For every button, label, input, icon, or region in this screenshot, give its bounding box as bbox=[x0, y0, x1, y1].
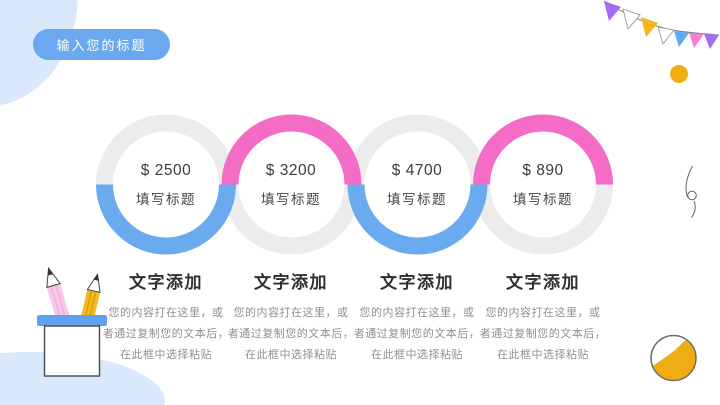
ring-1-bottom-arc bbox=[96, 184, 236, 255]
ring-1-text[interactable]: $ 2500 填写标题 bbox=[106, 162, 226, 208]
ring-3-bottom-arc bbox=[347, 184, 488, 255]
text-column-2[interactable]: 文字添加 您的内容打在这里，或 者通过复制您的文本后， 在此框中选择粘贴 bbox=[223, 268, 359, 366]
column-heading: 文字添加 bbox=[129, 273, 203, 292]
column-body: 您的内容打在这里，或 者通过复制您的文本后， 在此框中选择粘贴 bbox=[227, 307, 355, 361]
ring-value: $ 4700 bbox=[391, 162, 443, 179]
column-body: 您的内容打在这里，或 者通过复制您的文本后， 在此框中选择粘贴 bbox=[353, 307, 481, 361]
ball-icon bbox=[650, 334, 697, 382]
bunting-flags-icon bbox=[603, 0, 720, 49]
ring-4-top-arc bbox=[473, 114, 613, 185]
ring-value: $ 890 bbox=[522, 162, 564, 179]
ring-label: 填写标题 bbox=[387, 192, 447, 207]
ring-2-top-arc bbox=[221, 114, 362, 185]
yellow-dot bbox=[670, 65, 688, 83]
squiggle-doodle-icon bbox=[685, 165, 697, 218]
text-column-1[interactable]: 文字添加 您的内容打在这里，或 者通过复制您的文本后， 在此框中选择粘贴 bbox=[98, 268, 234, 366]
column-heading: 文字添加 bbox=[506, 273, 580, 292]
ring-label: 填写标题 bbox=[136, 192, 196, 207]
ring-3-text[interactable]: $ 4700 填写标题 bbox=[357, 162, 477, 208]
ring-value: $ 3200 bbox=[265, 162, 317, 179]
pencil-cup-icon bbox=[37, 266, 107, 377]
column-heading: 文字添加 bbox=[254, 273, 328, 292]
title-placeholder-label: 输入您的标题 bbox=[56, 38, 147, 53]
column-body: 您的内容打在这里，或 者通过复制您的文本后， 在此框中选择粘贴 bbox=[102, 307, 230, 361]
ring-label: 填写标题 bbox=[513, 192, 573, 207]
ring-4-text[interactable]: $ 890 填写标题 bbox=[483, 162, 603, 208]
ring-value: $ 2500 bbox=[140, 162, 192, 179]
column-heading: 文字添加 bbox=[380, 273, 454, 292]
text-column-4[interactable]: 文字添加 您的内容打在这里，或 者通过复制您的文本后， 在此框中选择粘贴 bbox=[475, 268, 611, 366]
ring-label: 填写标题 bbox=[261, 192, 321, 207]
title-placeholder-button[interactable]: 输入您的标题 bbox=[33, 29, 170, 60]
column-body: 您的内容打在这里，或 者通过复制您的文本后， 在此框中选择粘贴 bbox=[479, 307, 607, 361]
text-column-3[interactable]: 文字添加 您的内容打在这里，或 者通过复制您的文本后， 在此框中选择粘贴 bbox=[349, 268, 485, 366]
ring-2-text[interactable]: $ 3200 填写标题 bbox=[231, 162, 351, 208]
